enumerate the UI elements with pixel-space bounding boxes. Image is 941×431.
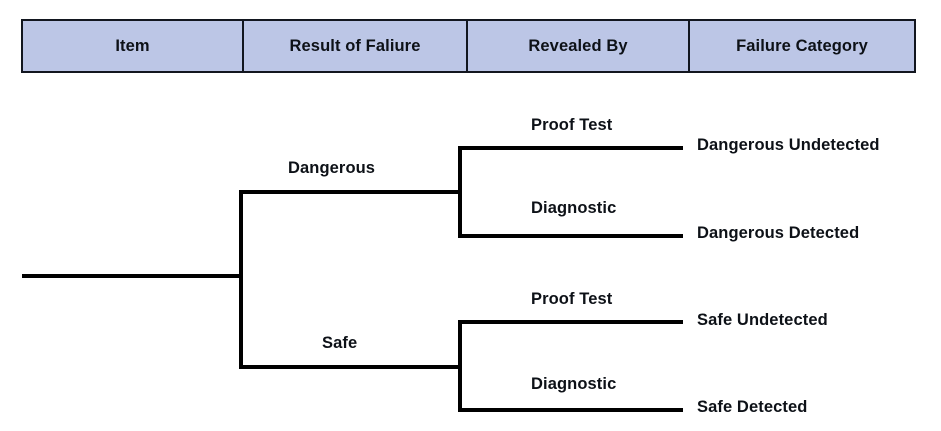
tree-label-safe: Safe (322, 334, 358, 352)
tree-branch-safe (239, 365, 462, 369)
tree-label-diagnostic-safe: Diagnostic (531, 375, 617, 393)
column-header-label: Revealed By (528, 36, 628, 55)
column-header-label: Item (115, 36, 150, 55)
tree-branch-dangerous (239, 190, 462, 194)
tree-trunk-vertical (239, 190, 243, 369)
column-header-table: Item Result of Faliure Revealed By Failu… (21, 19, 916, 73)
tree-split-vertical-safe (458, 320, 462, 412)
column-header-item: Item (23, 21, 244, 71)
tree-leaf-dangerous-undetected: Dangerous Undetected (697, 136, 880, 154)
tree-leaf-safe-undetected: Safe Undetected (697, 311, 828, 329)
tree-label-proof-test-safe: Proof Test (531, 290, 613, 308)
tree-label-proof-test-dangerous: Proof Test (531, 116, 613, 134)
tree-label-dangerous: Dangerous (288, 159, 376, 177)
tree-leaf-dangerous-detected: Dangerous Detected (697, 224, 860, 242)
column-header-label: Result of Faliure (289, 36, 421, 55)
tree-leaf-line-dangerous-undetected (458, 146, 683, 150)
column-header-result-of-failure: Result of Faliure (244, 21, 468, 71)
tree-leaf-line-dangerous-detected (458, 234, 683, 238)
column-header-failure-category: Failure Category (690, 21, 914, 71)
column-header-revealed-by: Revealed By (468, 21, 690, 71)
tree-leaf-line-safe-undetected (458, 320, 683, 324)
tree-leaf-safe-detected: Safe Detected (697, 398, 808, 416)
tree-split-vertical-dangerous (458, 146, 462, 238)
tree-leaf-line-safe-detected (458, 408, 683, 412)
tree-label-diagnostic-dangerous: Diagnostic (531, 199, 617, 217)
column-header-label: Failure Category (736, 36, 868, 55)
tree-root-line (22, 274, 243, 278)
